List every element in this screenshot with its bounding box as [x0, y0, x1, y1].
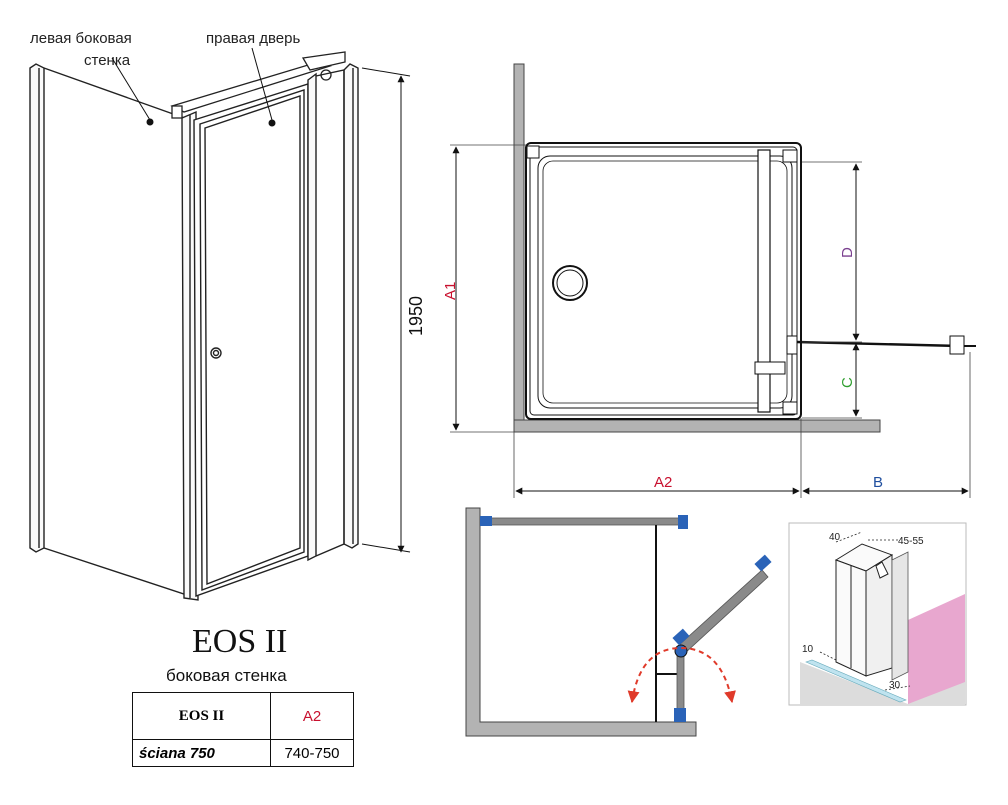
detail-40: 40 [829, 532, 841, 543]
table-header-row: EOS II A2 [132, 692, 354, 740]
product-subtitle: боковая стенка [166, 666, 287, 685]
swing-diagram [465, 507, 772, 737]
dim-b-label: B [873, 474, 883, 491]
mounting-detail: 40 45-55 10 30 [788, 522, 967, 706]
wall-profile [307, 63, 359, 562]
detail-45-55: 45-55 [898, 536, 924, 547]
detail-30: 30 [889, 680, 901, 691]
product-title: EOS II [192, 623, 287, 660]
plan-view: A1 D C A2 B [442, 63, 976, 498]
dim-d-label: D [839, 247, 856, 258]
elevation-view: левая боковая стенка правая дверь 1950 [29, 30, 426, 601]
left-side-wall [29, 63, 199, 601]
table-row-value: 740-750 [270, 739, 354, 767]
table-row-name: ściana 750 [132, 739, 271, 767]
floor-wall [513, 419, 881, 433]
table-header-dim: A2 [270, 692, 354, 740]
height-value: 1950 [406, 296, 426, 336]
dim-c-label: C [839, 377, 856, 388]
detail-10: 10 [802, 644, 814, 655]
label-left-wall-line2: стенка [84, 52, 131, 69]
label-left-wall-line1: левая боковая [30, 30, 132, 47]
back-wall [513, 63, 525, 433]
dim-a2-label: A2 [654, 474, 672, 491]
label-right-door: правая дверь [206, 30, 300, 47]
table-header-model: EOS II [132, 692, 271, 740]
table-row: ściana 750 740-750 [132, 739, 354, 767]
dim-a1-label: A1 [442, 282, 459, 300]
spec-table: EOS II A2 ściana 750 740-750 [132, 692, 354, 767]
drain [552, 265, 588, 301]
top-stabilizer-bar [170, 51, 346, 119]
right-door [193, 83, 309, 597]
height-dimension [361, 67, 411, 553]
